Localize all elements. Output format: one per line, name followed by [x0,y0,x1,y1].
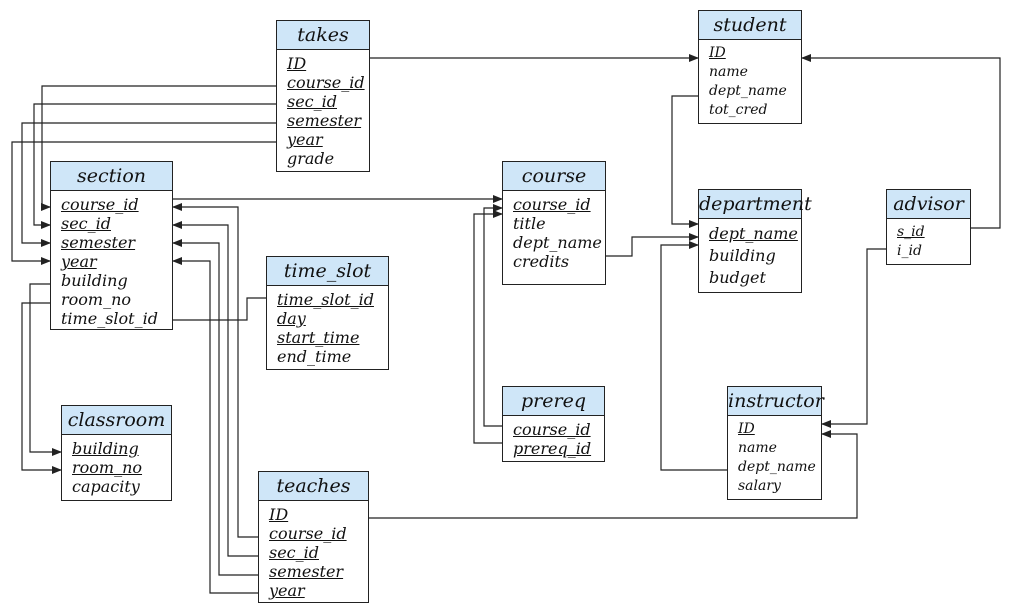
attribute-dept-name: dept_name [709,224,798,243]
attribute-title: title [513,214,546,233]
attribute-course-id: course_id [513,420,591,439]
fk-prereq-course-id [483,204,503,427]
attribute-name: name [709,64,748,80]
attribute-day: day [277,309,306,328]
attribute-room-no: room_no [72,458,143,477]
attribute-course-id: course_id [287,73,365,92]
fk-advisor-student [801,54,1001,229]
attribute-sec-id: sec_id [287,92,337,111]
fk-section-room-classroom [21,302,62,474]
fk-teaches-course-id-section [172,203,258,538]
table-title: teaches [259,472,368,501]
fk-teaches-instructor [369,430,858,519]
attribute-s-id: s_id [897,224,925,240]
attribute-building: building [709,246,776,265]
attribute-year: year [269,581,305,600]
table-title: student [699,11,801,40]
fk-prereq-prereq-id [473,210,503,444]
attribute-end-time: end_time [277,347,352,366]
table-title: classroom [62,406,171,435]
attribute-prereq-id: prereq_id [513,439,592,458]
fk-takes-course-id-section [41,85,276,211]
table-title: time_slot [267,257,388,286]
fk-student-department [671,95,699,228]
attribute-time-slot-id: time_slot_id [277,290,374,309]
attribute-dept-name: dept_name [513,233,602,252]
attribute-salary: salary [738,478,781,494]
fk-teaches-year-section [172,257,258,594]
table-department: department dept_name building budget [698,189,812,293]
attribute-tot-cred: tot_cred [709,102,768,118]
table-title: department [699,190,812,219]
attribute-grade: grade [287,149,335,168]
fk-instructor-department [660,241,727,471]
attribute-sec-id: sec_id [61,214,111,233]
attribute-year: year [61,252,97,271]
attribute-building: building [72,439,139,458]
fk-teaches-semester-section [172,239,258,576]
attribute-name: name [738,440,777,456]
attribute-room-no: room_no [61,290,132,309]
attribute-course-id: course_id [61,195,139,214]
attribute-budget: budget [709,268,766,287]
attribute-id: ID [738,421,755,437]
attribute-semester: semester [287,111,362,130]
attribute-list: dept_name building budget [699,219,801,289]
fk-section-building-classroom [29,283,62,456]
table-title: prereq [503,387,604,416]
attribute-semester: semester [269,562,344,581]
attribute-year: year [287,130,323,149]
table-title: section [51,162,172,191]
attribute-dept-name: dept_name [738,459,816,475]
attribute-list: ID name dept_name tot_cred [699,40,801,120]
attribute-credits: credits [513,252,570,271]
attribute-time-slot-id: time_slot_id [61,309,158,328]
attribute-i-id: i_id [897,243,922,259]
fk-teaches-sec-id-section [172,221,258,557]
attribute-building: building [61,271,128,290]
attribute-capacity: capacity [72,477,140,496]
attribute-semester: semester [61,233,136,252]
fk-takes-sec-id-section [33,103,276,229]
table-title: takes [277,21,369,50]
table-title: instructor [728,387,824,416]
attribute-list: s_id i_id [887,219,970,261]
fk-course-department [606,233,699,257]
attribute-start-time: start_time [277,328,360,347]
table-advisor: advisor s_id i_id [886,189,971,265]
fk-advisor-instructor [821,248,886,428]
fk-takes-semester-section [21,122,276,247]
attribute-course-id: course_id [269,524,347,543]
attribute-dept-name: dept_name [709,83,787,99]
attribute-id: ID [287,54,307,73]
attribute-course-id: course_id [513,195,591,214]
fk-takes-year-section [11,141,276,265]
table-student: student ID name dept_name tot_cred [698,10,802,124]
table-title: course [503,162,605,191]
attribute-id: ID [709,45,726,61]
table-title: advisor [887,190,970,219]
attribute-id: ID [269,505,289,524]
attribute-sec-id: sec_id [269,543,319,562]
